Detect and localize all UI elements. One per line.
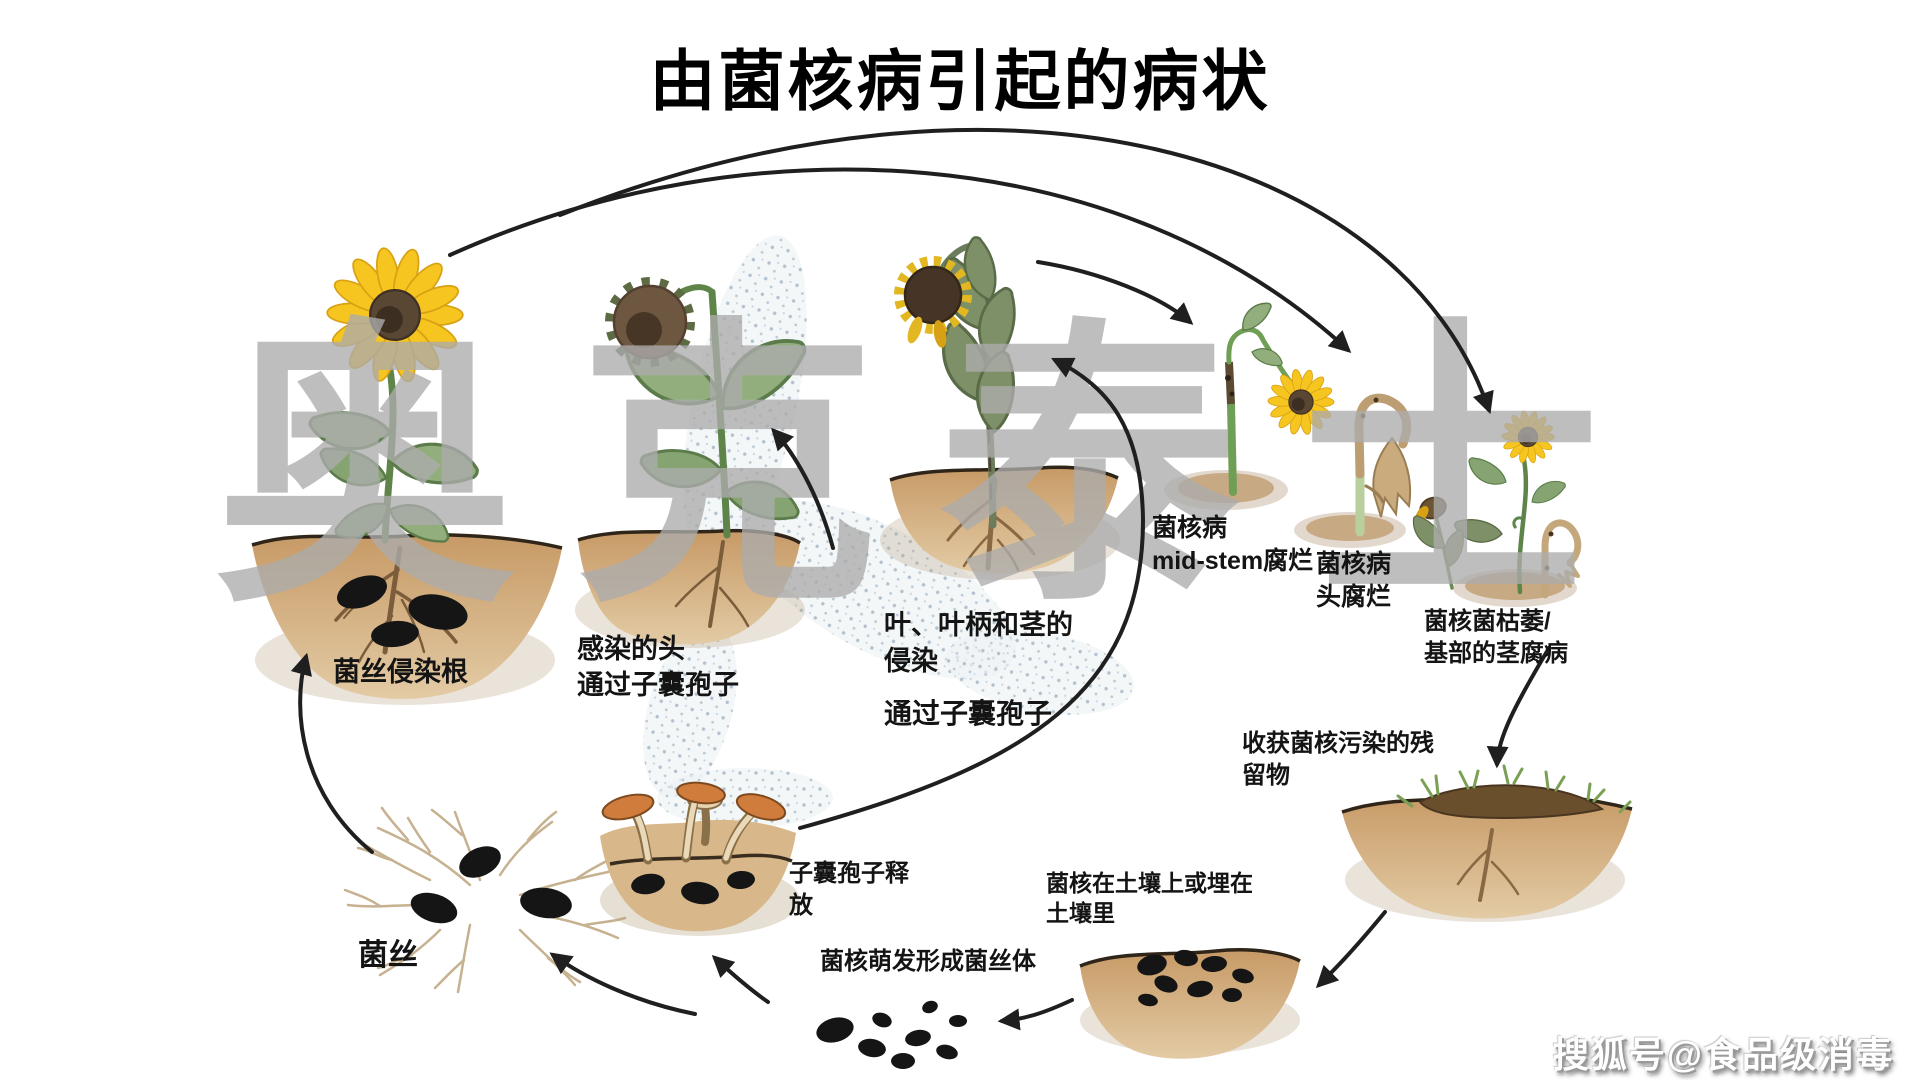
arrow-top-arc-to-head-rot <box>448 167 1352 353</box>
wilted-sunflower-leaf-stem <box>894 234 1027 529</box>
label-mid-stem-rot: 菌核病 mid-stem腐烂 <box>1152 514 1314 575</box>
arrow-wilt-to-residue <box>1486 646 1551 769</box>
healthy-sunflower-illustration <box>304 245 484 554</box>
arrow-scattered-to-apothecia <box>711 954 770 1004</box>
sohu-credit-watermark: 搜狐号@食品级消毒 <box>1552 1034 1894 1075</box>
arrow-scattered-to-mycelium <box>549 952 697 1016</box>
sclerotia-in-soil <box>337 575 468 648</box>
label-root-infection: 菌丝侵染根 <box>333 657 468 687</box>
plant-mid-stem-rot <box>1164 297 1335 510</box>
soil-mound-2 <box>575 528 805 648</box>
mycelium-illustration <box>343 806 627 994</box>
arrow-mycelium-to-roots <box>290 652 374 854</box>
wilted-sunflower-infected-head <box>605 277 818 539</box>
soil-mound-3 <box>880 465 1120 580</box>
apothecia-illustration <box>600 781 800 936</box>
arrow-to-mid-stem-plant <box>1036 260 1194 325</box>
apothecium-mushrooms <box>601 781 787 865</box>
arrow-top-arc-to-wilt <box>558 128 1494 415</box>
label-infected-head: 感染的头 通过子囊孢子 <box>577 634 739 700</box>
residue-stubble <box>1396 764 1632 814</box>
harvest-residue-pile <box>1341 764 1633 922</box>
label-mycelium: 菌丝 <box>358 939 418 972</box>
label-wilt-basal-rot: 菌核菌枯萎/ 基部的茎腐病 <box>1424 608 1568 667</box>
arrow-ascospores-to-head <box>771 427 835 550</box>
label-leaf-infection: 叶、叶柄和茎的 侵染 <box>884 610 1073 676</box>
plant-head-rot <box>1294 393 1412 548</box>
label-ascospore-release: 子囊孢子释 放 <box>789 860 909 919</box>
plant-wilt-basal-rot <box>1407 409 1582 607</box>
label-harvest-residue: 收获菌核污染的残 留物 <box>1242 730 1434 789</box>
sclerotia-soil-mound <box>1079 948 1301 1059</box>
label-germination: 菌核萌发形成菌丝体 <box>820 948 1036 975</box>
diagram-title: 由菌核病引起的病状 <box>649 44 1271 118</box>
arrow-ascospores-to-stem <box>798 357 1146 830</box>
arrow-mound-to-scattered <box>997 998 1074 1031</box>
label-head-rot: 菌核病 头腐烂 <box>1316 550 1392 611</box>
brand-watermark: 奥克泰士 <box>215 300 1663 636</box>
arrow-residue-to-sclerotia <box>1315 910 1387 989</box>
scattered-sclerotia <box>816 1000 967 1069</box>
soil-mound-root-infection <box>251 533 563 705</box>
label-via-ascospores: 通过子囊孢子 <box>884 698 1053 729</box>
label-sclerotia-soil: 菌核在土壤上或埋在 土壤里 <box>1046 870 1253 927</box>
